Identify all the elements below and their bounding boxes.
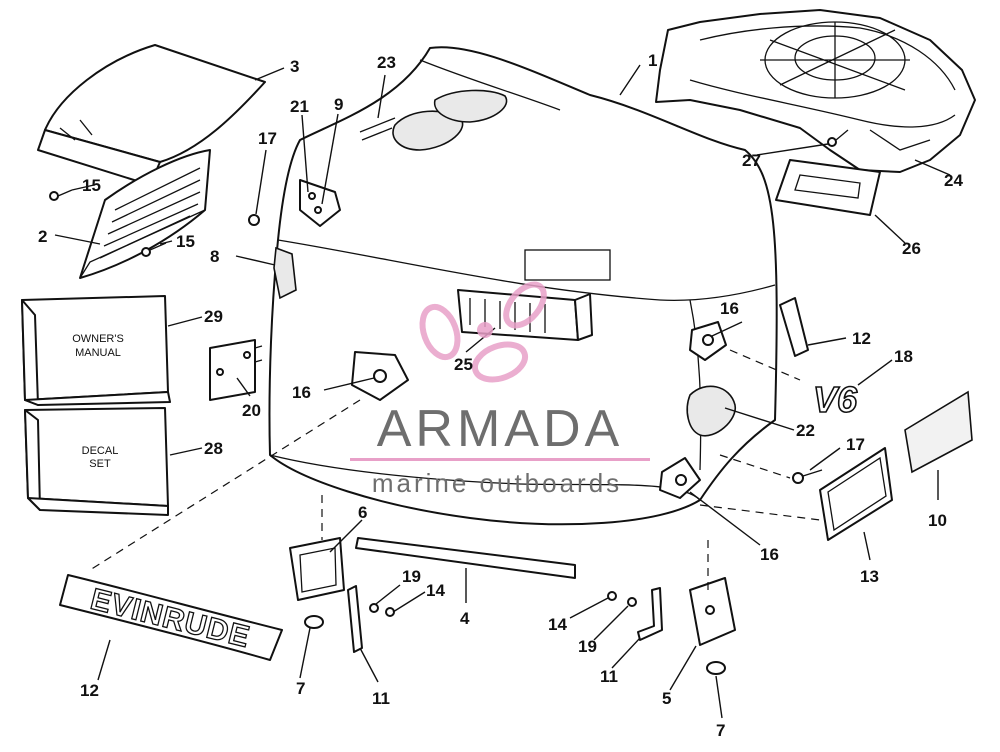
label-part-22: 22 xyxy=(796,421,815,440)
latch-part-6 xyxy=(289,537,345,601)
screw-part-14b xyxy=(607,591,617,601)
label-part-16c: 16 xyxy=(760,545,779,564)
label-part-4: 4 xyxy=(460,609,470,628)
label-part-29: 29 xyxy=(204,307,223,326)
label-part-13: 13 xyxy=(860,567,879,586)
assembly-line-4 xyxy=(699,504,821,521)
label-part-11a: 11 xyxy=(372,689,390,708)
part-number-labels: 1 2 3 4 5 6 7 7 8 9 10 11 11 12 12 13 14… xyxy=(38,51,963,740)
label-part-17a: 17 xyxy=(258,129,277,148)
v6-decal-text: V6 xyxy=(813,379,858,420)
label-part-17b: 17 xyxy=(846,435,865,454)
label-part-24: 24 xyxy=(944,171,963,190)
label-part-19b: 19 xyxy=(578,637,597,656)
label-part-25: 25 xyxy=(454,355,473,374)
label-part-10: 10 xyxy=(928,511,947,530)
propeller-logo-icon xyxy=(419,281,547,383)
seal-part-22 xyxy=(686,385,736,437)
rear-cover-part-24 xyxy=(655,9,976,173)
washer-part-19a xyxy=(369,603,379,613)
latch-plate-part-9 xyxy=(299,179,341,227)
label-part-18: 18 xyxy=(894,347,913,366)
label-part-7b: 7 xyxy=(716,721,725,740)
label-part-11b: 11 xyxy=(600,667,618,686)
grommet-part-16a xyxy=(351,351,409,401)
screw-part-27 xyxy=(827,129,849,147)
assembly-line-6 xyxy=(719,454,791,479)
screw-part-17a xyxy=(248,214,260,226)
label-part-28: 28 xyxy=(204,439,223,458)
screw-part-17b xyxy=(792,469,823,484)
label-part-20: 20 xyxy=(242,401,261,420)
label-part-26: 26 xyxy=(902,239,921,258)
label-part-14b: 14 xyxy=(548,615,567,634)
label-part-27: 27 xyxy=(742,151,761,170)
grommet-part-7b xyxy=(706,661,726,675)
grille-panel-part-2 xyxy=(79,149,211,279)
evinrude-decal-text: EVINRUDE xyxy=(87,583,253,654)
label-part-16b: 16 xyxy=(720,299,739,318)
label-part-19a: 19 xyxy=(402,567,421,586)
frame-part-13 xyxy=(819,447,893,541)
grommet-part-7a xyxy=(304,615,324,629)
label-part-8: 8 xyxy=(210,247,219,266)
bracket-plate-part-20 xyxy=(209,339,263,401)
grommet-part-16c xyxy=(659,457,701,499)
washer-part-19b xyxy=(627,597,637,607)
decal-set-box-part-28: DECAL SET xyxy=(24,407,169,516)
label-part-23: 23 xyxy=(377,53,396,72)
decal-set-line-2: SET xyxy=(89,458,111,470)
plate-part-10 xyxy=(904,390,973,474)
label-part-9: 9 xyxy=(334,95,343,114)
owners-manual-line-1: OWNER'S xyxy=(72,333,124,345)
screw-part-14a xyxy=(385,607,395,617)
top-cap-part-3 xyxy=(37,44,266,186)
label-part-6: 6 xyxy=(358,503,367,522)
watermark-divider xyxy=(350,458,650,461)
latch-part-5 xyxy=(689,577,736,646)
label-part-7a: 7 xyxy=(296,679,305,698)
watermark-brand: ARMADA xyxy=(377,400,623,458)
screw-part-15a xyxy=(49,189,73,201)
assembly-line-3 xyxy=(729,349,801,381)
label-part-16a: 16 xyxy=(292,383,311,402)
armada-watermark: ARMADA marine outboards xyxy=(350,281,650,498)
label-part-21: 21 xyxy=(290,97,309,116)
label-part-12b: 12 xyxy=(852,329,871,348)
owners-manual-line-2: MANUAL xyxy=(75,347,121,359)
label-part-2: 2 xyxy=(38,227,47,246)
bracket-part-12b xyxy=(779,297,809,357)
owners-manual-box-part-29: OWNER'S MANUAL xyxy=(21,295,171,406)
bracket-part-11b xyxy=(637,587,663,641)
v6-decal-part-18: V6 xyxy=(812,378,859,421)
label-part-15a: 15 xyxy=(82,176,101,195)
label-part-3: 3 xyxy=(290,57,299,76)
grommet-part-16b xyxy=(689,321,727,361)
label-part-12a: 12 xyxy=(80,681,99,700)
decal-set-line-1: DECAL xyxy=(82,445,119,457)
seal-strip-part-4 xyxy=(355,537,576,579)
screw-part-15b xyxy=(141,242,167,257)
label-part-1: 1 xyxy=(648,51,657,70)
label-part-15b: 15 xyxy=(176,232,195,251)
label-part-5: 5 xyxy=(662,689,671,708)
leader-lines xyxy=(54,64,951,719)
assembly-line-5 xyxy=(89,399,361,571)
cover-plate-part-26 xyxy=(775,159,881,216)
evinrude-decal-part-12a: EVINRUDE xyxy=(59,574,283,661)
bracket-part-11a xyxy=(347,585,363,653)
label-part-14a: 14 xyxy=(426,581,445,600)
watermark-tagline: marine outboards xyxy=(372,468,622,498)
